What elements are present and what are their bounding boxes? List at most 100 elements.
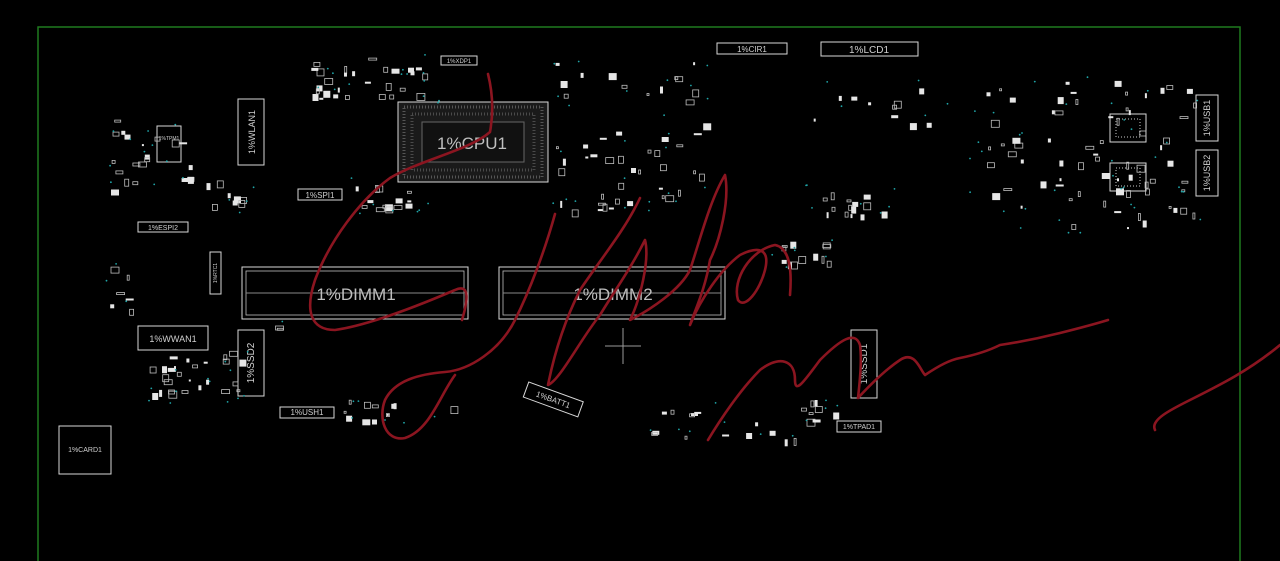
via bbox=[243, 394, 245, 397]
usb2-connector[interactable]: 1%USB2 bbox=[1195, 149, 1219, 197]
via bbox=[574, 200, 577, 203]
touchpad-label: 1%TPAD1 bbox=[843, 424, 875, 431]
touchpad-connector[interactable]: 1%TPAD1 bbox=[836, 420, 882, 433]
spi-label: 1%SPI1 bbox=[306, 191, 335, 200]
rtc-connector[interactable]: 1%RTC1 bbox=[209, 251, 222, 295]
espi-header[interactable]: 1%ESPI2 bbox=[137, 221, 189, 233]
smd-part bbox=[1103, 200, 1107, 208]
via bbox=[1199, 218, 1202, 221]
smd-part bbox=[746, 433, 753, 439]
smd-part bbox=[992, 193, 1001, 201]
via bbox=[714, 402, 717, 404]
smd-part bbox=[346, 415, 353, 422]
via bbox=[577, 60, 580, 63]
ssd1-connector[interactable]: 1%SSD1 bbox=[850, 329, 878, 399]
ssd2-label: 1%SSD2 bbox=[246, 342, 257, 383]
crosshair-cursor bbox=[605, 328, 641, 364]
smd-part bbox=[844, 211, 849, 218]
smd-part bbox=[211, 203, 218, 211]
smd-part bbox=[846, 199, 852, 203]
via-dots bbox=[105, 54, 1202, 437]
smd-part bbox=[383, 66, 389, 73]
smd-part bbox=[1144, 181, 1149, 189]
smd-part bbox=[362, 419, 371, 426]
smd-part bbox=[793, 437, 797, 446]
espi-label: 1%ESPI2 bbox=[148, 225, 178, 232]
dimm1-slot[interactable]: 1%DIMM1 bbox=[241, 266, 469, 320]
smd-part bbox=[125, 298, 134, 301]
tpm-chip[interactable]: 1%TPM1 bbox=[156, 125, 182, 163]
via bbox=[433, 415, 436, 418]
smd-part bbox=[684, 435, 688, 440]
via bbox=[208, 380, 211, 383]
smd-part bbox=[647, 149, 652, 154]
card-reader[interactable]: 1%CARD1 bbox=[58, 425, 112, 475]
xdp-header[interactable]: 1%XDP1 bbox=[440, 55, 478, 66]
via bbox=[888, 205, 890, 208]
via bbox=[1024, 207, 1027, 210]
via bbox=[690, 84, 692, 87]
via bbox=[174, 369, 177, 371]
via bbox=[125, 300, 128, 303]
smd-part bbox=[826, 260, 832, 268]
smd-part bbox=[676, 144, 684, 148]
smd-part bbox=[654, 150, 661, 158]
smd-part bbox=[363, 401, 371, 409]
dimm2-slot[interactable]: 1%DIMM2 bbox=[498, 266, 726, 320]
smd-part bbox=[352, 71, 356, 77]
smd-part bbox=[831, 206, 836, 212]
smd-part bbox=[181, 390, 189, 394]
via bbox=[992, 111, 995, 114]
smd-part bbox=[798, 256, 807, 264]
smd-part bbox=[169, 356, 178, 360]
via bbox=[422, 72, 425, 74]
smd-part bbox=[822, 197, 828, 202]
via bbox=[150, 387, 153, 390]
smd-part bbox=[1078, 162, 1084, 171]
usb1-connector[interactable]: 1%USB1 bbox=[1195, 94, 1219, 142]
via bbox=[1053, 189, 1056, 192]
lcd-connector[interactable]: 1%LCD1 bbox=[820, 41, 919, 57]
smd-part bbox=[1101, 173, 1110, 179]
via bbox=[1111, 159, 1113, 162]
smd-part bbox=[556, 146, 559, 150]
via bbox=[946, 102, 949, 105]
via bbox=[1146, 89, 1149, 92]
ush-connector[interactable]: 1%USH1 bbox=[279, 406, 335, 419]
smd-part bbox=[694, 411, 702, 414]
battery-connector[interactable]: 1%BATT1 bbox=[522, 381, 584, 418]
smd-part bbox=[1192, 212, 1196, 220]
via bbox=[153, 183, 156, 186]
via bbox=[348, 83, 351, 85]
ssd2-connector[interactable]: 1%SSD2 bbox=[237, 329, 265, 397]
smd-part bbox=[232, 381, 239, 387]
smd-part bbox=[163, 379, 173, 386]
spi-chip[interactable]: 1%SPI1 bbox=[297, 188, 343, 201]
smd-part bbox=[693, 133, 702, 136]
wwan-connector[interactable]: 1%WWAN1 bbox=[137, 325, 209, 351]
smd-part bbox=[1095, 156, 1100, 162]
cir-connector[interactable]: 1%CIR1 bbox=[716, 42, 788, 55]
smd-part bbox=[188, 379, 191, 382]
wlan-connector[interactable]: 1%WLAN1 bbox=[237, 98, 265, 166]
via bbox=[1065, 103, 1068, 105]
smd-part bbox=[790, 241, 797, 249]
via bbox=[825, 399, 827, 402]
smd-part bbox=[1128, 174, 1133, 181]
smd-part bbox=[337, 87, 340, 93]
via bbox=[317, 86, 320, 89]
smd-part bbox=[181, 178, 189, 182]
via bbox=[859, 202, 862, 205]
smd-part bbox=[171, 139, 180, 148]
smd-part bbox=[571, 209, 579, 218]
smd-part bbox=[1125, 107, 1129, 112]
smd-part bbox=[881, 211, 888, 219]
via bbox=[648, 209, 650, 212]
smd-part bbox=[590, 154, 598, 158]
via bbox=[392, 209, 394, 212]
via bbox=[112, 130, 115, 133]
smd-part bbox=[316, 68, 325, 77]
smd-part bbox=[1186, 88, 1193, 94]
via bbox=[706, 97, 709, 100]
